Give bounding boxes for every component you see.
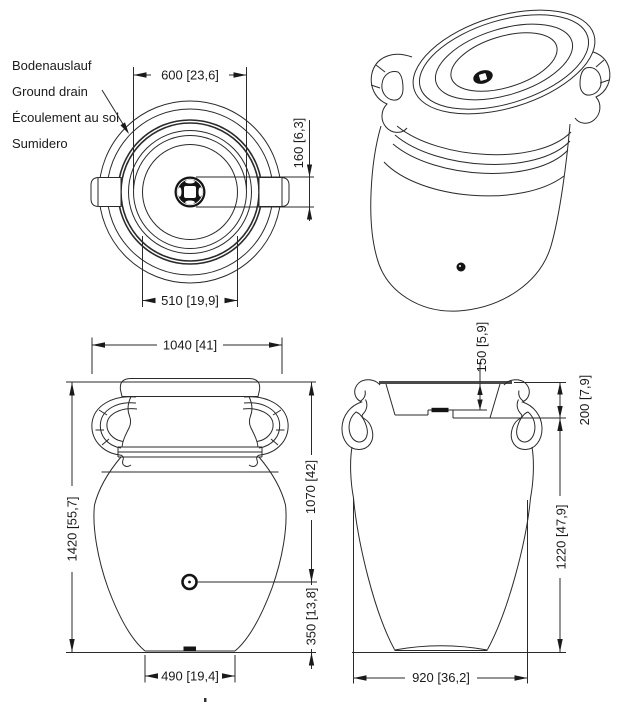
dim-front-width-text: 1040 [41] (163, 338, 217, 353)
dim-side-basin-depth-text: 150 [5,9] (474, 322, 489, 373)
iso-tap-hole (456, 262, 466, 272)
callout-line-fr: Écoulement au sol (12, 110, 119, 125)
dim-front-width: 1040 [41] (91, 337, 283, 374)
front-view: 1040 [41] 1420 [55,7] 1070 [42] 350 [13,… (65, 337, 319, 684)
iso-drain (473, 70, 493, 84)
dim-side-width: 920 [36,2] (353, 498, 528, 685)
dim-side-width-text: 920 [36,2] (412, 670, 470, 685)
dim-front-tap-to-ground: 350 [13,8] (197, 581, 319, 669)
callout-line-es: Sumidero (12, 136, 68, 151)
dim-front-total-height-text: 1420 [55,7] (65, 496, 80, 561)
iso-right-handle (572, 50, 611, 124)
dim-top-opening: 600 [23,6] (133, 67, 247, 189)
front-body (93, 396, 287, 652)
iso-left-handle (370, 53, 413, 133)
top-view-left-handle (90, 177, 122, 207)
side-view: 150 [5,9] 200 [7,9] 1220 [47,9] (341, 322, 592, 685)
front-tap-hole (181, 573, 198, 591)
dim-front-top-to-tap: 1070 [42] (303, 382, 318, 582)
iso-body (370, 123, 572, 312)
side-basin (379, 381, 512, 419)
dim-side-top-depth-text: 200 [7,9] (577, 375, 592, 426)
callout-line-de: Bodenauslauf (12, 58, 92, 73)
dim-side-top-depth: 200 [7,9] (490, 375, 592, 426)
dim-drain-size: 160 [6,3] (196, 118, 314, 221)
dim-inner-diameter: 510 [19,9] (142, 236, 238, 308)
front-left-handle (91, 396, 138, 467)
dim-inner-diameter-text: 510 [19,9] (161, 293, 219, 308)
dim-front-base-width: 490 [19,4] (144, 655, 236, 684)
front-lid (119, 378, 261, 397)
dim-front-top-to-tap-text: 1070 [42] (303, 460, 318, 514)
top-view-right-handle (258, 177, 290, 207)
callout-line-en: Ground drain (12, 84, 88, 99)
ground-drain-callout: Bodenauslauf Ground drain Écoulement au … (12, 58, 129, 151)
dim-drain-size-text: 160 [6,3] (291, 118, 306, 169)
front-right-handle (242, 396, 289, 467)
dim-side-lower-height-text: 1220 [47,9] (554, 504, 569, 569)
side-body (350, 446, 534, 651)
side-left-handle (341, 379, 381, 451)
dim-front-total-height: 1420 [55,7] (65, 382, 80, 652)
top-view: Bodenauslauf Ground drain Écoulement au … (12, 58, 314, 308)
callout-arrowhead (120, 122, 129, 134)
iso-rim (412, 9, 596, 115)
page-edge-text-artifact (204, 698, 207, 702)
dim-top-opening-text: 600 [23,6] (161, 68, 219, 83)
dim-side-basin-depth: 150 [5,9] (474, 322, 489, 410)
ground-drain-icon (174, 176, 206, 208)
dim-front-base-width-text: 490 [19,4] (161, 669, 219, 684)
side-right-handle (503, 379, 543, 451)
isometric-view (370, 9, 611, 312)
dim-front-tap-to-ground-text: 350 [13,8] (304, 588, 319, 646)
dim-side-lower-height: 1220 [47,9] (554, 418, 569, 652)
